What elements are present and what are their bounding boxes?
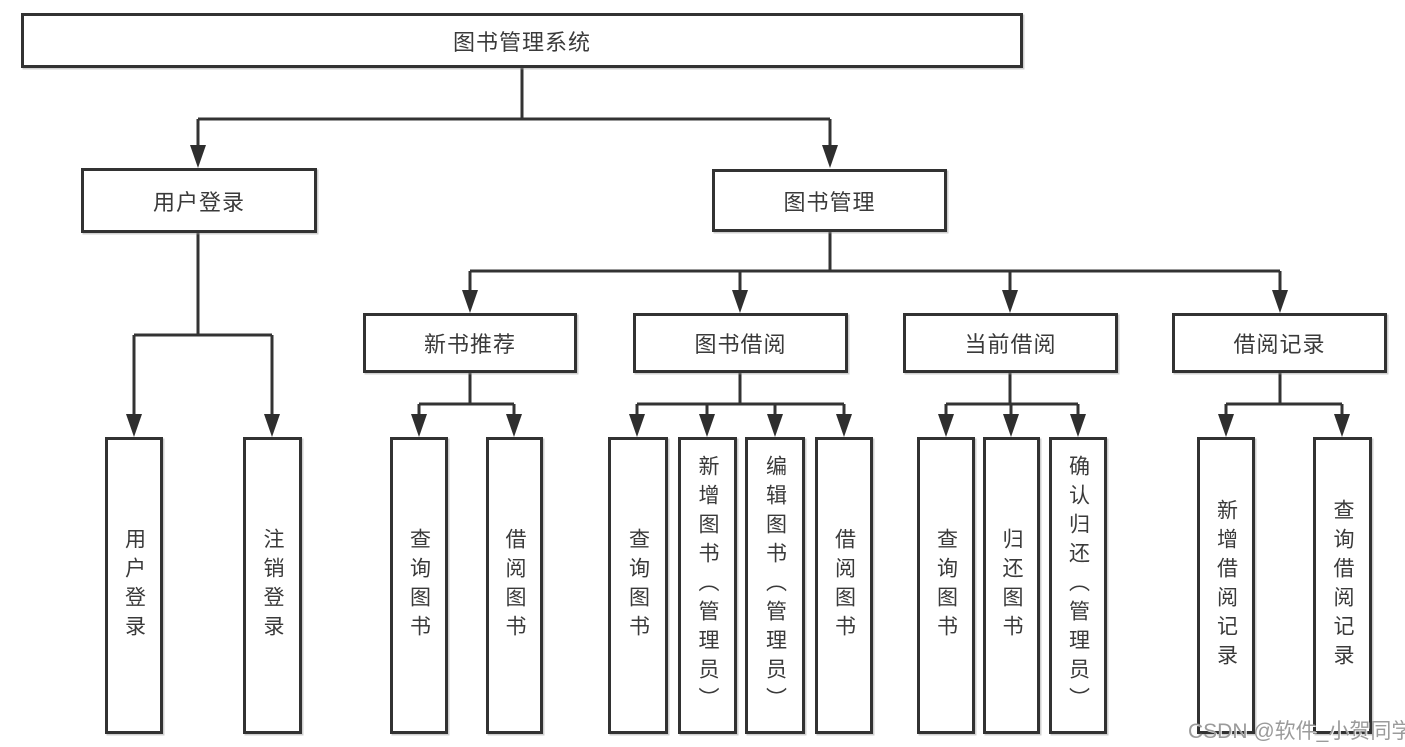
node-borrowing-records: 借阅记录 (1172, 313, 1387, 373)
node-label: 注销登录 (261, 527, 284, 644)
node-label: 借阅记录 (1233, 332, 1326, 357)
node-label: 查询借阅记录 (1331, 498, 1354, 673)
leaf-borrow-books-recommend: 借阅图书 (486, 437, 543, 734)
node-label: 确认归还（管理员） (1066, 455, 1090, 716)
node-label: 图书管理系统 (452, 29, 591, 55)
csdn-watermark: CSDN @软件_小贺同学 (1188, 720, 1405, 743)
node-label: 查询图书 (407, 527, 431, 644)
node-label: 当前借阅 (964, 332, 1057, 357)
node-label: 新增借阅记录 (1214, 498, 1238, 673)
node-user-login: 用户登录 (81, 168, 317, 233)
leaf-add-borrow-record: 新增借阅记录 (1197, 437, 1255, 734)
node-book-borrowing: 图书借阅 (633, 313, 848, 373)
node-label: 借阅图书 (503, 527, 526, 644)
node-label: 用户登录 (152, 189, 245, 215)
node-label: 图书借阅 (694, 332, 787, 357)
node-new-book-recommend: 新书推荐 (363, 313, 577, 373)
node-current-borrowing: 当前借阅 (903, 313, 1118, 373)
leaf-logout: 注销登录 (243, 437, 302, 734)
leaf-confirm-return-admin: 确认归还（管理员） (1049, 437, 1107, 734)
node-label: 图书管理 (783, 189, 876, 215)
node-label: 用户登录 (122, 527, 146, 644)
leaf-query-books-borrowing: 查询图书 (608, 437, 668, 734)
node-label: 借阅图书 (832, 527, 856, 644)
leaf-query-books-recommend: 查询图书 (390, 437, 448, 734)
leaf-query-books-current: 查询图书 (917, 437, 975, 734)
node-book-management: 图书管理 (712, 169, 947, 232)
node-label: 查询图书 (626, 527, 650, 644)
leaf-edit-books-admin: 编辑图书（管理员） (745, 437, 805, 734)
node-label: 新书推荐 (423, 332, 516, 357)
node-label: 新增图书（管理员） (696, 455, 719, 716)
leaf-query-borrow-record: 查询借阅记录 (1313, 437, 1372, 734)
node-label: 查询图书 (934, 527, 958, 644)
leaf-add-books-admin: 新增图书（管理员） (678, 437, 737, 734)
leaf-return-books: 归还图书 (983, 437, 1040, 734)
leaf-user-login: 用户登录 (105, 437, 163, 734)
node-label: 归还图书 (1000, 527, 1023, 644)
node-library-management-system: 图书管理系统 (21, 13, 1023, 68)
leaf-borrow-books: 借阅图书 (815, 437, 873, 734)
node-label: 编辑图书（管理员） (763, 455, 787, 716)
